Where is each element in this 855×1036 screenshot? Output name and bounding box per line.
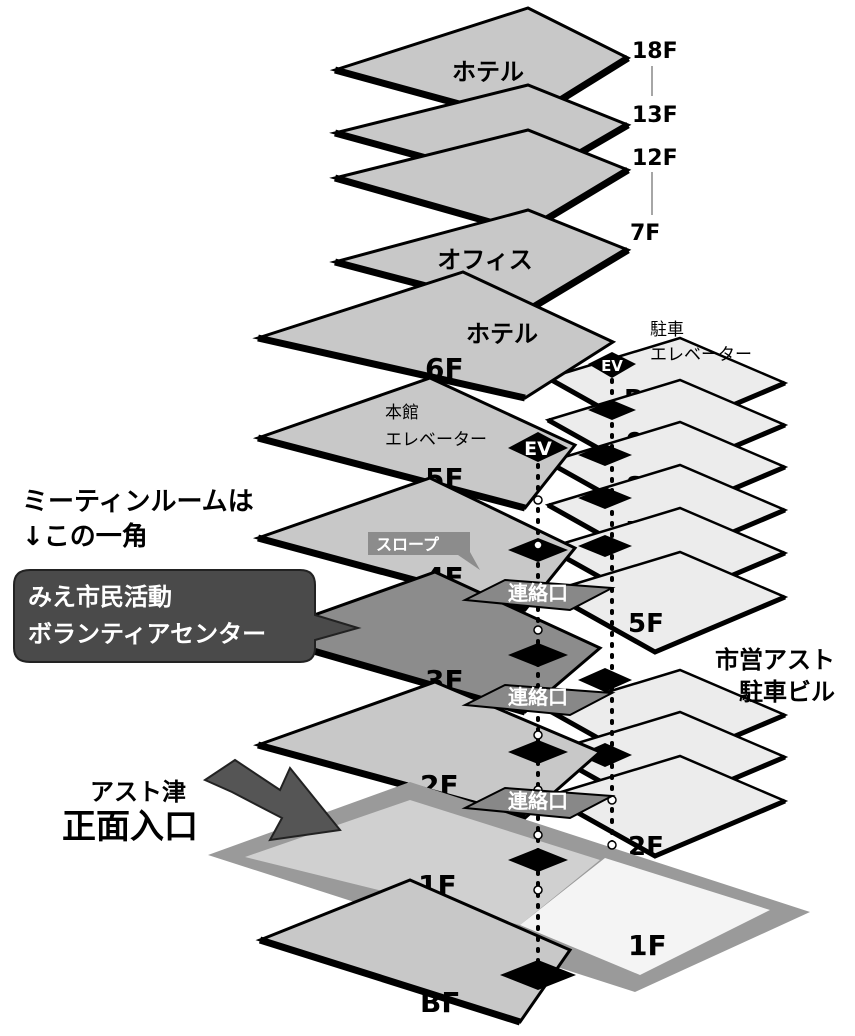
main-floor-label-bf: BF [420, 986, 460, 1019]
entrance-arrow-icon [202, 758, 342, 842]
connection-3f-label: 連絡口 [508, 685, 568, 709]
callout-line2: ボランティアセンター [28, 620, 266, 648]
main-elevator-label-line2: エレベーター [385, 430, 487, 450]
main-ev-badge: EV [524, 438, 552, 460]
office-label: オフィス [437, 246, 533, 274]
main-floor-6f-hotel-label: ホテル [466, 320, 538, 348]
connection-4f-label: 連絡口 [508, 581, 568, 605]
slope-tag: スロープ [368, 532, 480, 570]
connection-2f-label: 連絡口 [508, 789, 568, 813]
connection-4f: 連絡口 [461, 578, 616, 612]
callout-line1: みえ市民活動 [28, 583, 172, 611]
floor-label-7f: 7F [630, 221, 660, 246]
volunteer-center-callout: みえ市民活動 ボランティアセンター [13, 569, 362, 663]
floor-label-12f: 12F [632, 146, 678, 171]
meeting-note-line1: ミーティンルームは [22, 487, 254, 517]
parking-floor-label-1f: 1F [628, 929, 667, 962]
floor-label-13f: 13F [632, 103, 678, 128]
parking-floor-2f: 2F [544, 754, 789, 862]
entrance-line2: 正面入口 [62, 807, 198, 847]
main-floor-5f: 5F [252, 376, 578, 512]
meeting-note-line2: ↓この一角 [22, 521, 148, 552]
main-elevator-label-line1: 本館 [385, 403, 419, 423]
parking-elevator-label-line2: エレベーター [650, 345, 752, 365]
main-floor-6f: ホテル 6F [252, 270, 617, 402]
parking-ev-badge: EV [601, 357, 623, 375]
parking-name-line1: 市営アスト [715, 646, 835, 674]
connection-2f: 連絡口 [461, 786, 616, 820]
main-elevator-shaft: EV [500, 432, 617, 990]
connection-3f: 連絡口 [461, 683, 616, 717]
parking-building: RF 9F 8F 7F 6F 5F 4F [544, 336, 789, 898]
parking-floor-5f: 5F [544, 550, 789, 655]
parking-floor-label-5f: 5F [628, 609, 664, 639]
hotel-upper-label: ホテル [452, 58, 524, 86]
slope-label: スロープ [376, 535, 440, 554]
entrance-line1: アスト津 [90, 778, 186, 806]
parking-name-line2: 駐車ビル [739, 678, 835, 706]
main-floor-bf: BF [255, 878, 573, 1026]
parking-elevator-label-line1: 駐車 [650, 320, 684, 340]
floor-label-18f: 18F [632, 39, 678, 64]
entrance-marker: アスト津 正面入口 [62, 758, 342, 847]
